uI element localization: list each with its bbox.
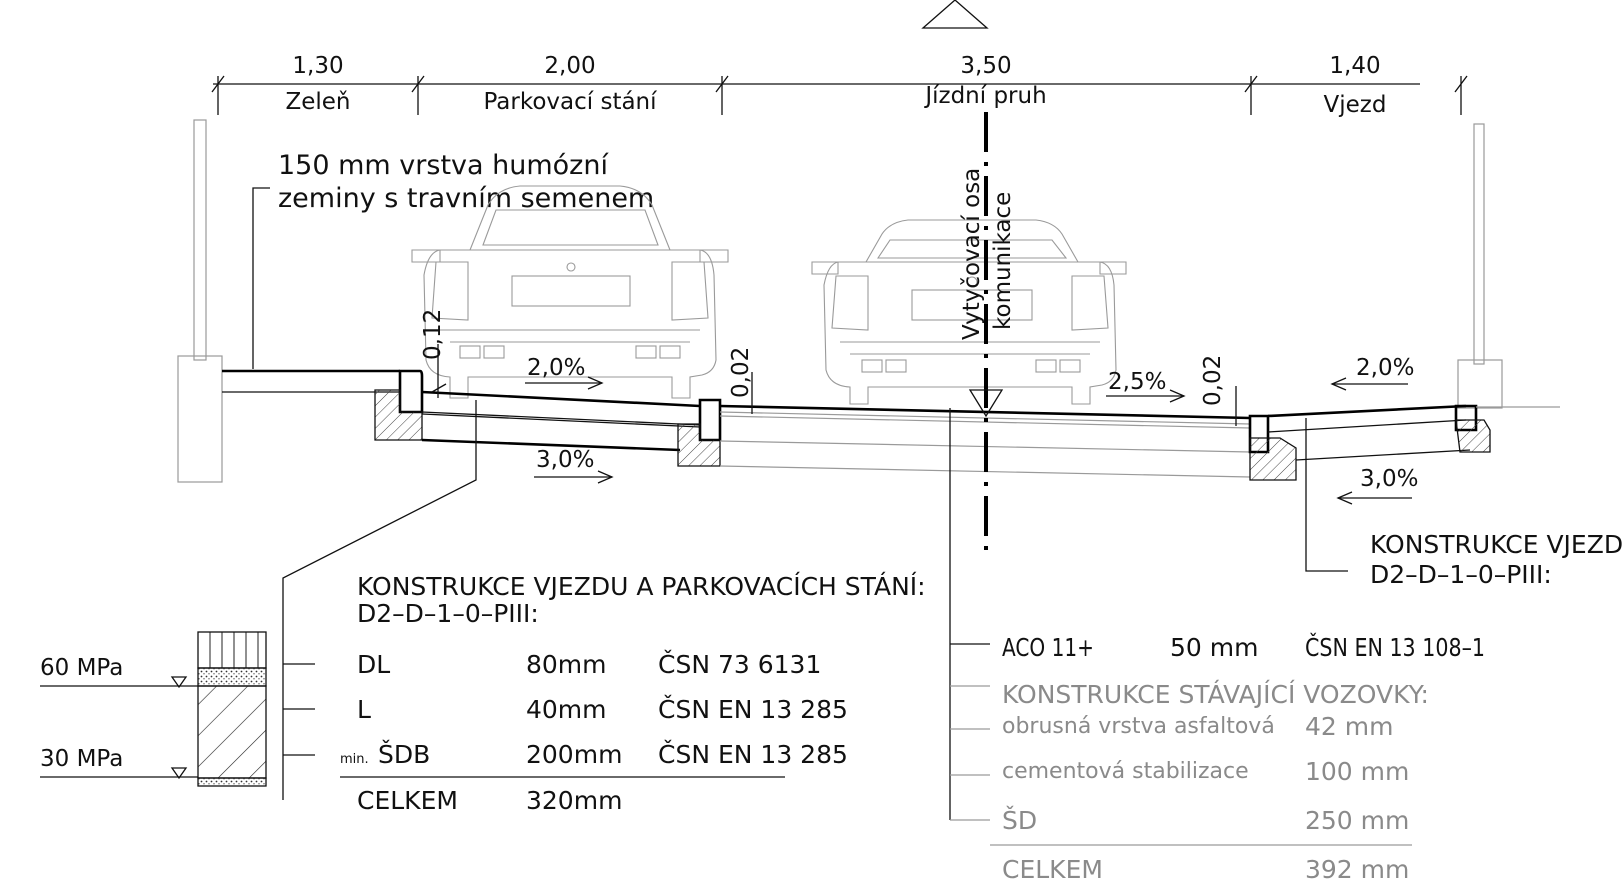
axis-label-line1: Vytyčovací osa	[959, 168, 985, 340]
axis-marker-triangle	[921, 0, 989, 29]
parking-layer-dl-name: DL	[357, 650, 390, 679]
parking-layer-sd-prefix: min.	[340, 752, 369, 767]
slope-parking-top: 2,0%	[527, 355, 585, 381]
dimension-label-driveway: Vjezd	[1324, 92, 1387, 118]
new-surface-thickness: 50 mm	[1170, 633, 1258, 662]
axis-label-line2: komunikace	[990, 192, 1016, 330]
parking-total-label: CELKEM	[357, 786, 458, 815]
dimension-value-lane: 3,50	[960, 53, 1011, 79]
dimension-value-green: 1,30	[292, 53, 343, 79]
existing-layer-1-thickness: 42 mm	[1305, 712, 1393, 741]
soil-profile-column	[197, 631, 267, 787]
leader-parking	[282, 400, 477, 800]
dimension-value-driveway: 1,40	[1329, 53, 1380, 79]
dimension-label-lane: Jízdní pruh	[923, 83, 1046, 109]
height-curb-left: 0,12	[420, 309, 446, 360]
new-surface-norm: ČSN EN 13 108–1	[1305, 632, 1485, 662]
fence-post-right	[1457, 123, 1503, 409]
parking-layer-sd-thickness: 200mm	[526, 740, 622, 769]
parking-layer-l-name: L	[357, 695, 371, 724]
parking-construction-code: D2–D–1–0–PIII:	[357, 599, 539, 628]
driveway-construction-title: KONSTRUKCE VJEZDU:	[1370, 530, 1622, 559]
leader-driveway	[1305, 418, 1348, 572]
height-step-right: 0,02	[1200, 355, 1226, 406]
existing-construction-title: KONSTRUKCE STÁVAJÍCÍ VOZOVKY:	[1002, 680, 1429, 709]
slope-driveway-top: 2,0%	[1356, 355, 1414, 381]
car-driving	[811, 219, 1127, 405]
existing-layer-2-name: cementová stabilizace	[1002, 759, 1249, 784]
parking-layer-dl-thickness: 80mm	[526, 650, 607, 679]
dimension-label-parking: Parkovací stání	[483, 89, 657, 115]
existing-total-value: 392 mm	[1305, 855, 1409, 884]
parking-construction-title: KONSTRUKCE VJEZDU A PARKOVACÍCH STÁNÍ:	[357, 572, 926, 601]
parking-layer-sd-norm: ČSN EN 13 285	[658, 739, 848, 769]
existing-total-label: CELKEM	[1002, 855, 1103, 884]
dimension-value-parking: 2,00	[544, 53, 595, 79]
existing-layer-3-thickness: 250 mm	[1305, 806, 1409, 835]
axis-level-triangle	[968, 389, 1004, 418]
soil-modulus-upper: 60 MPa	[40, 655, 123, 681]
new-surface-name: ACO 11+	[1002, 633, 1094, 662]
parking-layer-dl-norm: ČSN 73 6131	[658, 649, 821, 679]
soil-modulus-lower: 30 MPa	[40, 746, 123, 772]
slope-lane-top: 2,5%	[1108, 369, 1166, 395]
topsoil-leader	[252, 187, 270, 369]
existing-layer-3-name: ŠD	[1002, 805, 1037, 835]
slope-driveway-bottom: 3,0%	[1360, 466, 1418, 492]
fence-post-left	[177, 119, 223, 483]
height-step-mid: 0,02	[728, 347, 754, 398]
dimension-chain	[211, 75, 1468, 115]
driveway-construction-code: D2–D–1–0–PIII:	[1370, 560, 1552, 589]
existing-layer-1-name: obrusná vrstva asfaltová	[1002, 714, 1275, 739]
slope-parking-bottom: 3,0%	[536, 447, 594, 473]
parking-layer-l-thickness: 40mm	[526, 695, 607, 724]
car-parked	[411, 185, 729, 399]
parking-layer-sd-name: ŠDB	[378, 739, 430, 769]
parking-layer-l-norm: ČSN EN 13 285	[658, 694, 848, 724]
existing-layer-2-thickness: 100 mm	[1305, 757, 1409, 786]
topsoil-note-line2: zeminy s travním semenem	[278, 183, 654, 214]
topsoil-note-line1: 150 mm vrstva humózní	[278, 150, 609, 181]
dimension-label-green: Zeleň	[285, 89, 350, 115]
parking-total-value: 320mm	[526, 786, 622, 815]
